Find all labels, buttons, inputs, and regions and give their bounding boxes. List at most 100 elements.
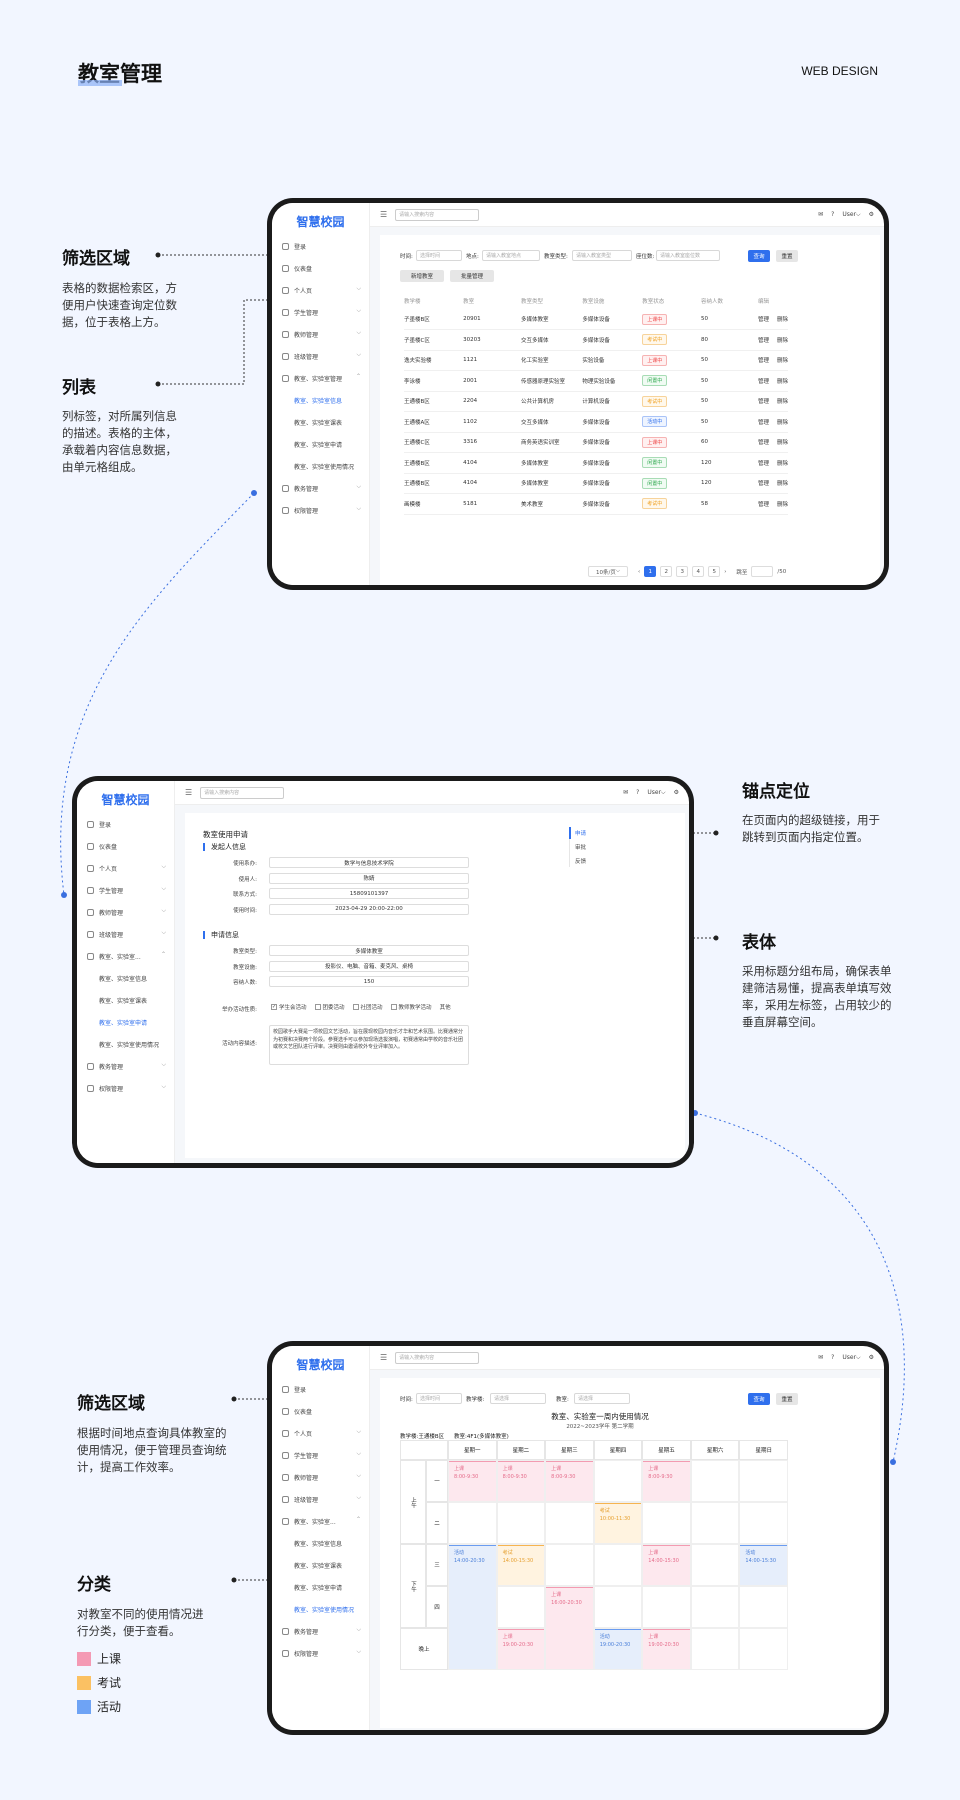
anchor-feedback[interactable]: 反馈	[575, 859, 587, 865]
jump-input[interactable]	[751, 566, 774, 577]
submenu-classroom-usage[interactable]: 教室、实验室使用情况	[294, 463, 355, 471]
menu-toggle-icon[interactable]: ☰	[380, 1353, 388, 1362]
checkbox-icon[interactable]	[314, 1004, 321, 1010]
form-field[interactable]: 15809101397	[269, 888, 469, 899]
activity-option[interactable]: ✓学生会活动	[271, 1004, 307, 1011]
filter-time-input[interactable]: 选择时间	[416, 1393, 462, 1404]
delete-link[interactable]: 删除	[776, 419, 788, 426]
settings-icon[interactable]: ⚙	[673, 789, 679, 796]
form-field[interactable]: 投影仪、电脑、音箱、麦克风、桌椅	[269, 960, 469, 972]
manage-link[interactable]: 管理	[757, 501, 769, 508]
submenu-classroom-schedule[interactable]: 教室、实验室课表	[294, 419, 343, 427]
delete-link[interactable]: 删除	[776, 399, 788, 406]
manage-link[interactable]: 管理	[757, 481, 769, 488]
form-field[interactable]: 多媒体教室	[269, 945, 469, 956]
help-icon[interactable]: ?	[636, 789, 640, 796]
submenu-classroom-info[interactable]: 教室、实验室信息	[294, 397, 343, 405]
delete-link[interactable]: 删除	[776, 337, 788, 344]
menu-classrooms[interactable]: 教室、实验室...⌃	[77, 945, 174, 967]
menu-classes[interactable]: 班级管理⌵	[272, 1488, 369, 1510]
page-1[interactable]: 1	[644, 566, 657, 577]
prev-page-icon[interactable]: ‹	[638, 568, 641, 575]
menu-teachers[interactable]: 教师管理⌵	[77, 901, 174, 923]
checkbox-checked-icon[interactable]: ✓	[271, 1004, 277, 1010]
manage-link[interactable]: 管理	[757, 358, 769, 365]
manage-link[interactable]: 管理	[757, 419, 769, 426]
page-size-select[interactable]: 10条/页⌵	[588, 566, 628, 577]
menu-classes[interactable]: 班级管理⌵	[272, 345, 369, 367]
anchor-apply[interactable]: 申请	[575, 831, 587, 837]
menu-toggle-icon[interactable]: ☰	[185, 788, 193, 797]
submenu-classroom-info[interactable]: 教室、实验室信息	[294, 1540, 343, 1548]
form-field[interactable]: 150	[269, 976, 469, 987]
query-button[interactable]: 查询	[748, 1393, 770, 1405]
delete-link[interactable]: 删除	[776, 378, 788, 385]
menu-students[interactable]: 学生管理⌵	[77, 879, 174, 901]
menu-permissions[interactable]: 权限管理⌵	[272, 499, 369, 521]
query-button[interactable]: 查询	[748, 250, 770, 262]
delete-link[interactable]: 删除	[776, 481, 788, 488]
manage-link[interactable]: 管理	[757, 317, 769, 323]
menu-classrooms[interactable]: 教室、实验室管理⌃	[272, 367, 369, 389]
search-input[interactable]: 请输入搜索内容	[200, 786, 285, 799]
help-icon[interactable]: ?	[831, 1354, 835, 1361]
page-3[interactable]: 3	[676, 566, 689, 577]
page-2[interactable]: 2	[660, 566, 673, 577]
mail-icon[interactable]: ✉	[818, 1354, 824, 1361]
reset-button[interactable]: 重置	[776, 1393, 798, 1405]
add-classroom-button[interactable]: 新增教室	[400, 270, 444, 282]
submenu-classroom-schedule[interactable]: 教室、实验室课表	[99, 997, 148, 1005]
menu-login[interactable]: 登录	[77, 813, 174, 835]
user-menu[interactable]: User⌵	[842, 1353, 861, 1361]
manage-link[interactable]: 管理	[757, 440, 769, 447]
menu-classrooms[interactable]: 教室、实验室...⌃	[272, 1510, 369, 1532]
menu-classes[interactable]: 班级管理⌵	[77, 923, 174, 945]
menu-teachers[interactable]: 教师管理⌵	[272, 1466, 369, 1488]
page-4[interactable]: 4	[692, 566, 705, 577]
delete-link[interactable]: 删除	[776, 358, 788, 365]
mail-icon[interactable]: ✉	[623, 789, 629, 796]
menu-profile[interactable]: 个人页⌵	[272, 1422, 369, 1444]
submenu-classroom-usage[interactable]: 教室、实验室使用情况	[99, 1041, 160, 1049]
filter-room-select[interactable]: 请选择	[574, 1393, 630, 1404]
manage-link[interactable]: 管理	[757, 337, 769, 344]
mail-icon[interactable]: ✉	[818, 211, 824, 218]
menu-academic[interactable]: 教务管理⌵	[77, 1055, 174, 1077]
reset-button[interactable]: 重置	[776, 250, 798, 262]
menu-students[interactable]: 学生管理⌵	[272, 301, 369, 323]
filter-type-input[interactable]: 请输入教室类型	[572, 250, 632, 261]
menu-permissions[interactable]: 权限管理⌵	[272, 1642, 369, 1664]
menu-teachers[interactable]: 教师管理⌵	[272, 323, 369, 345]
menu-academic[interactable]: 教务管理⌵	[272, 1620, 369, 1642]
submenu-classroom-schedule[interactable]: 教室、实验室课表	[294, 1562, 343, 1570]
menu-students[interactable]: 学生管理⌵	[272, 1444, 369, 1466]
menu-profile[interactable]: 个人页⌵	[77, 857, 174, 879]
help-icon[interactable]: ?	[831, 211, 835, 218]
filter-place-input[interactable]: 请输入教室地点	[482, 250, 540, 261]
filter-building-select[interactable]: 请选择	[490, 1393, 546, 1404]
batch-manage-button[interactable]: 批量管理	[450, 270, 494, 282]
menu-profile[interactable]: 个人页⌵	[272, 279, 369, 301]
user-menu[interactable]: User⌵	[647, 788, 666, 796]
menu-login[interactable]: 登录	[272, 235, 369, 257]
manage-link[interactable]: 管理	[757, 399, 769, 406]
content-desc-textarea[interactable]: 校园歌手大赛是一项校园文艺活动，旨在展现校园内音乐才华和艺术氛围。比赛通常分为初…	[269, 1025, 469, 1065]
submenu-classroom-apply[interactable]: 教室、实验室申请	[99, 1019, 148, 1027]
user-menu[interactable]: User⌵	[842, 210, 861, 218]
checkbox-icon[interactable]	[352, 1004, 359, 1010]
filter-seat-input[interactable]: 请输入教室座位数	[656, 250, 720, 261]
submenu-classroom-apply[interactable]: 教室、实验室申请	[294, 441, 343, 449]
search-input[interactable]: 请输入搜索内容	[395, 1351, 480, 1364]
manage-link[interactable]: 管理	[757, 378, 769, 385]
manage-link[interactable]: 管理	[757, 460, 769, 467]
